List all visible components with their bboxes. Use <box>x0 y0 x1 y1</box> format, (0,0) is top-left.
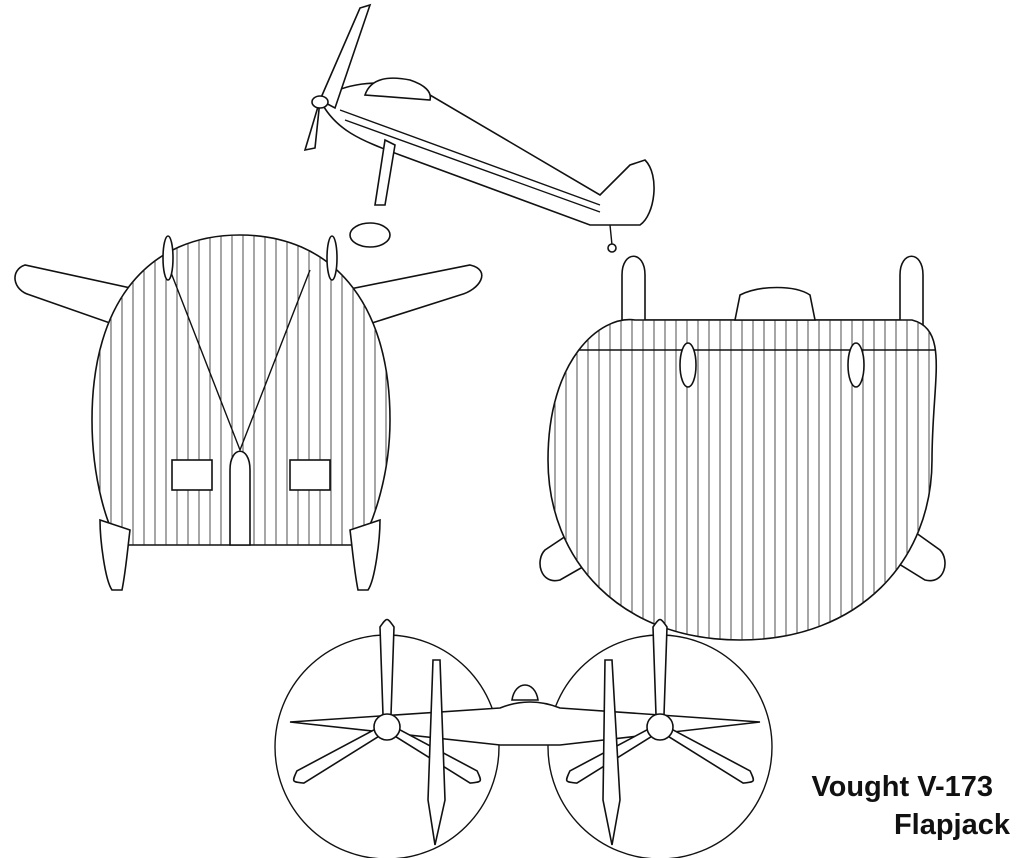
propeller-blade <box>667 728 755 784</box>
top-left-wing <box>14 264 141 332</box>
side-landing-gear <box>374 138 396 206</box>
top-right-boom <box>349 518 381 591</box>
side-wheel <box>349 222 391 248</box>
side-propeller <box>303 3 372 152</box>
side-spinner <box>311 95 329 109</box>
top-cockpit <box>229 450 251 546</box>
propeller-blade <box>292 728 380 784</box>
side-fuselage <box>318 82 655 226</box>
side-view <box>303 3 655 253</box>
front-view <box>274 618 773 858</box>
caption-nickname: Flapjack <box>893 809 1010 841</box>
top-left-boom <box>99 518 131 591</box>
bottom-view <box>539 255 946 641</box>
propeller-spinner <box>646 713 674 741</box>
propeller-blade <box>652 618 668 716</box>
top-right-wing <box>344 264 483 332</box>
front-canopy <box>511 684 539 701</box>
propeller-spinner <box>373 713 401 741</box>
side-canopy <box>363 77 432 101</box>
caption-aircraft-name: Vought V-173 <box>811 771 993 803</box>
propeller-blade <box>379 618 395 716</box>
top-view <box>14 234 483 591</box>
